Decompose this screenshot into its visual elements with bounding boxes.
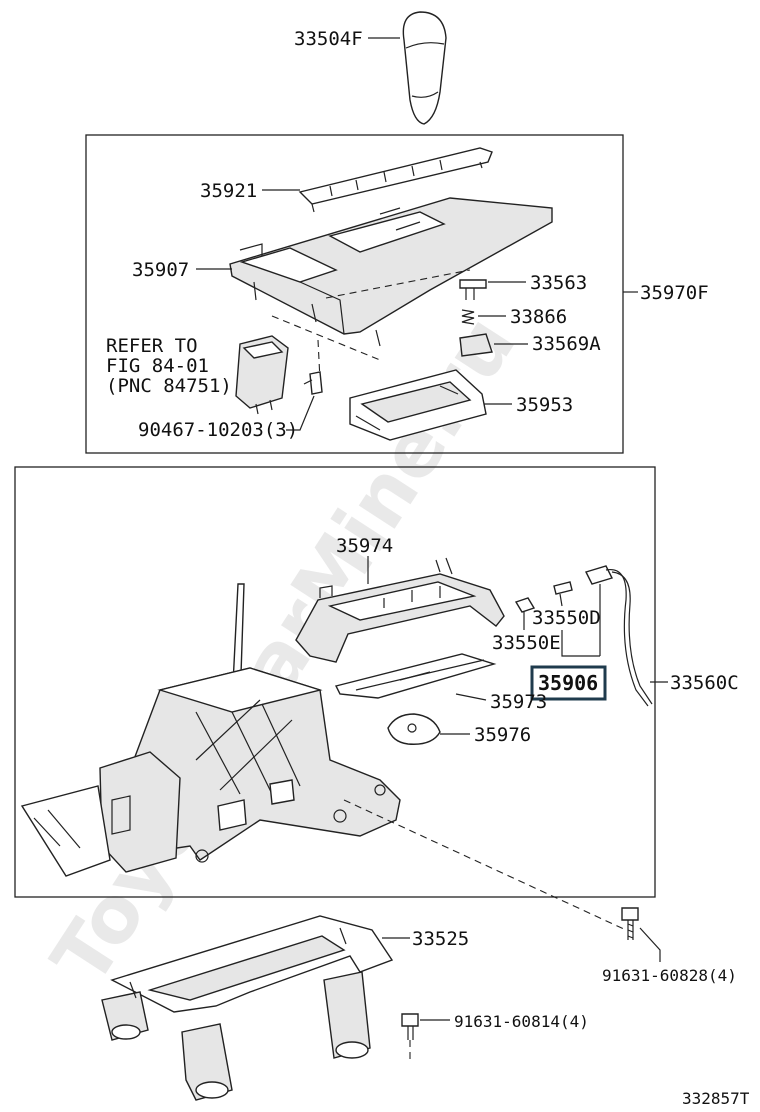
group-box-upper	[85, 134, 624, 454]
part-33525-bracket[interactable]	[101, 915, 394, 1101]
label-33504F[interactable]: 33504F	[294, 28, 363, 50]
label-33563[interactable]: 33563	[530, 272, 587, 294]
label-35921[interactable]: 35921	[200, 180, 257, 202]
part-35974-housing[interactable]	[295, 557, 505, 663]
label-91631-60814[interactable]: 91631-60814(4)	[454, 1012, 589, 1031]
part-shifter-assembly[interactable]	[20, 583, 401, 877]
part-33866-spring[interactable]	[461, 309, 475, 325]
label-35970F[interactable]: 35970F	[640, 282, 709, 304]
highlight-box-35906[interactable]	[530, 665, 607, 701]
label-33866[interactable]: 33866	[510, 306, 567, 328]
part-35976-plate[interactable]	[387, 713, 441, 745]
label-35974[interactable]: 35974	[336, 535, 393, 557]
label-35907[interactable]: 35907	[132, 259, 189, 281]
label-33525[interactable]: 33525	[412, 928, 469, 950]
label-33550D[interactable]: 33550D	[532, 607, 601, 629]
part-33550D-socket[interactable]	[553, 581, 573, 595]
reference-note-line3: (PNC 84751)	[106, 375, 232, 397]
label-35953[interactable]: 35953	[516, 394, 573, 416]
reference-note-line1: REFER TO	[106, 335, 198, 357]
label-35906[interactable]: 35906	[538, 671, 598, 695]
diagram-id: 332857T	[682, 1089, 750, 1108]
part-33560C-harness[interactable]	[585, 565, 653, 707]
part-35921-trim-strip[interactable]	[298, 147, 493, 213]
part-33563-clip[interactable]	[459, 279, 487, 300]
label-35976[interactable]: 35976	[474, 724, 531, 746]
part-35907-console-panel[interactable]	[229, 197, 553, 347]
part-33550E-bulb[interactable]	[514, 597, 536, 613]
label-33569A[interactable]: 33569A	[532, 333, 601, 355]
part-35953-base-bezel[interactable]	[349, 369, 487, 441]
part-bolt-91631-60814[interactable]	[401, 1013, 419, 1040]
part-35973-plate[interactable]	[334, 653, 497, 699]
part-bolt-91631-60828[interactable]	[621, 907, 639, 940]
label-33550E[interactable]: 33550E	[492, 632, 561, 654]
label-35973[interactable]: 35973	[490, 691, 547, 713]
part-shift-knob[interactable]	[402, 11, 447, 125]
part-switch-reference[interactable]	[235, 335, 289, 415]
label-33560C[interactable]: 33560C	[670, 672, 739, 694]
reference-note-line2: FIG 84-01	[106, 355, 209, 377]
label-91631-60828[interactable]: 91631-60828(4)	[602, 966, 737, 985]
part-33569A-indicator[interactable]	[459, 333, 493, 357]
label-90467-10203[interactable]: 90467-10203(3)	[138, 419, 298, 441]
part-90467-clip[interactable]	[303, 371, 323, 395]
